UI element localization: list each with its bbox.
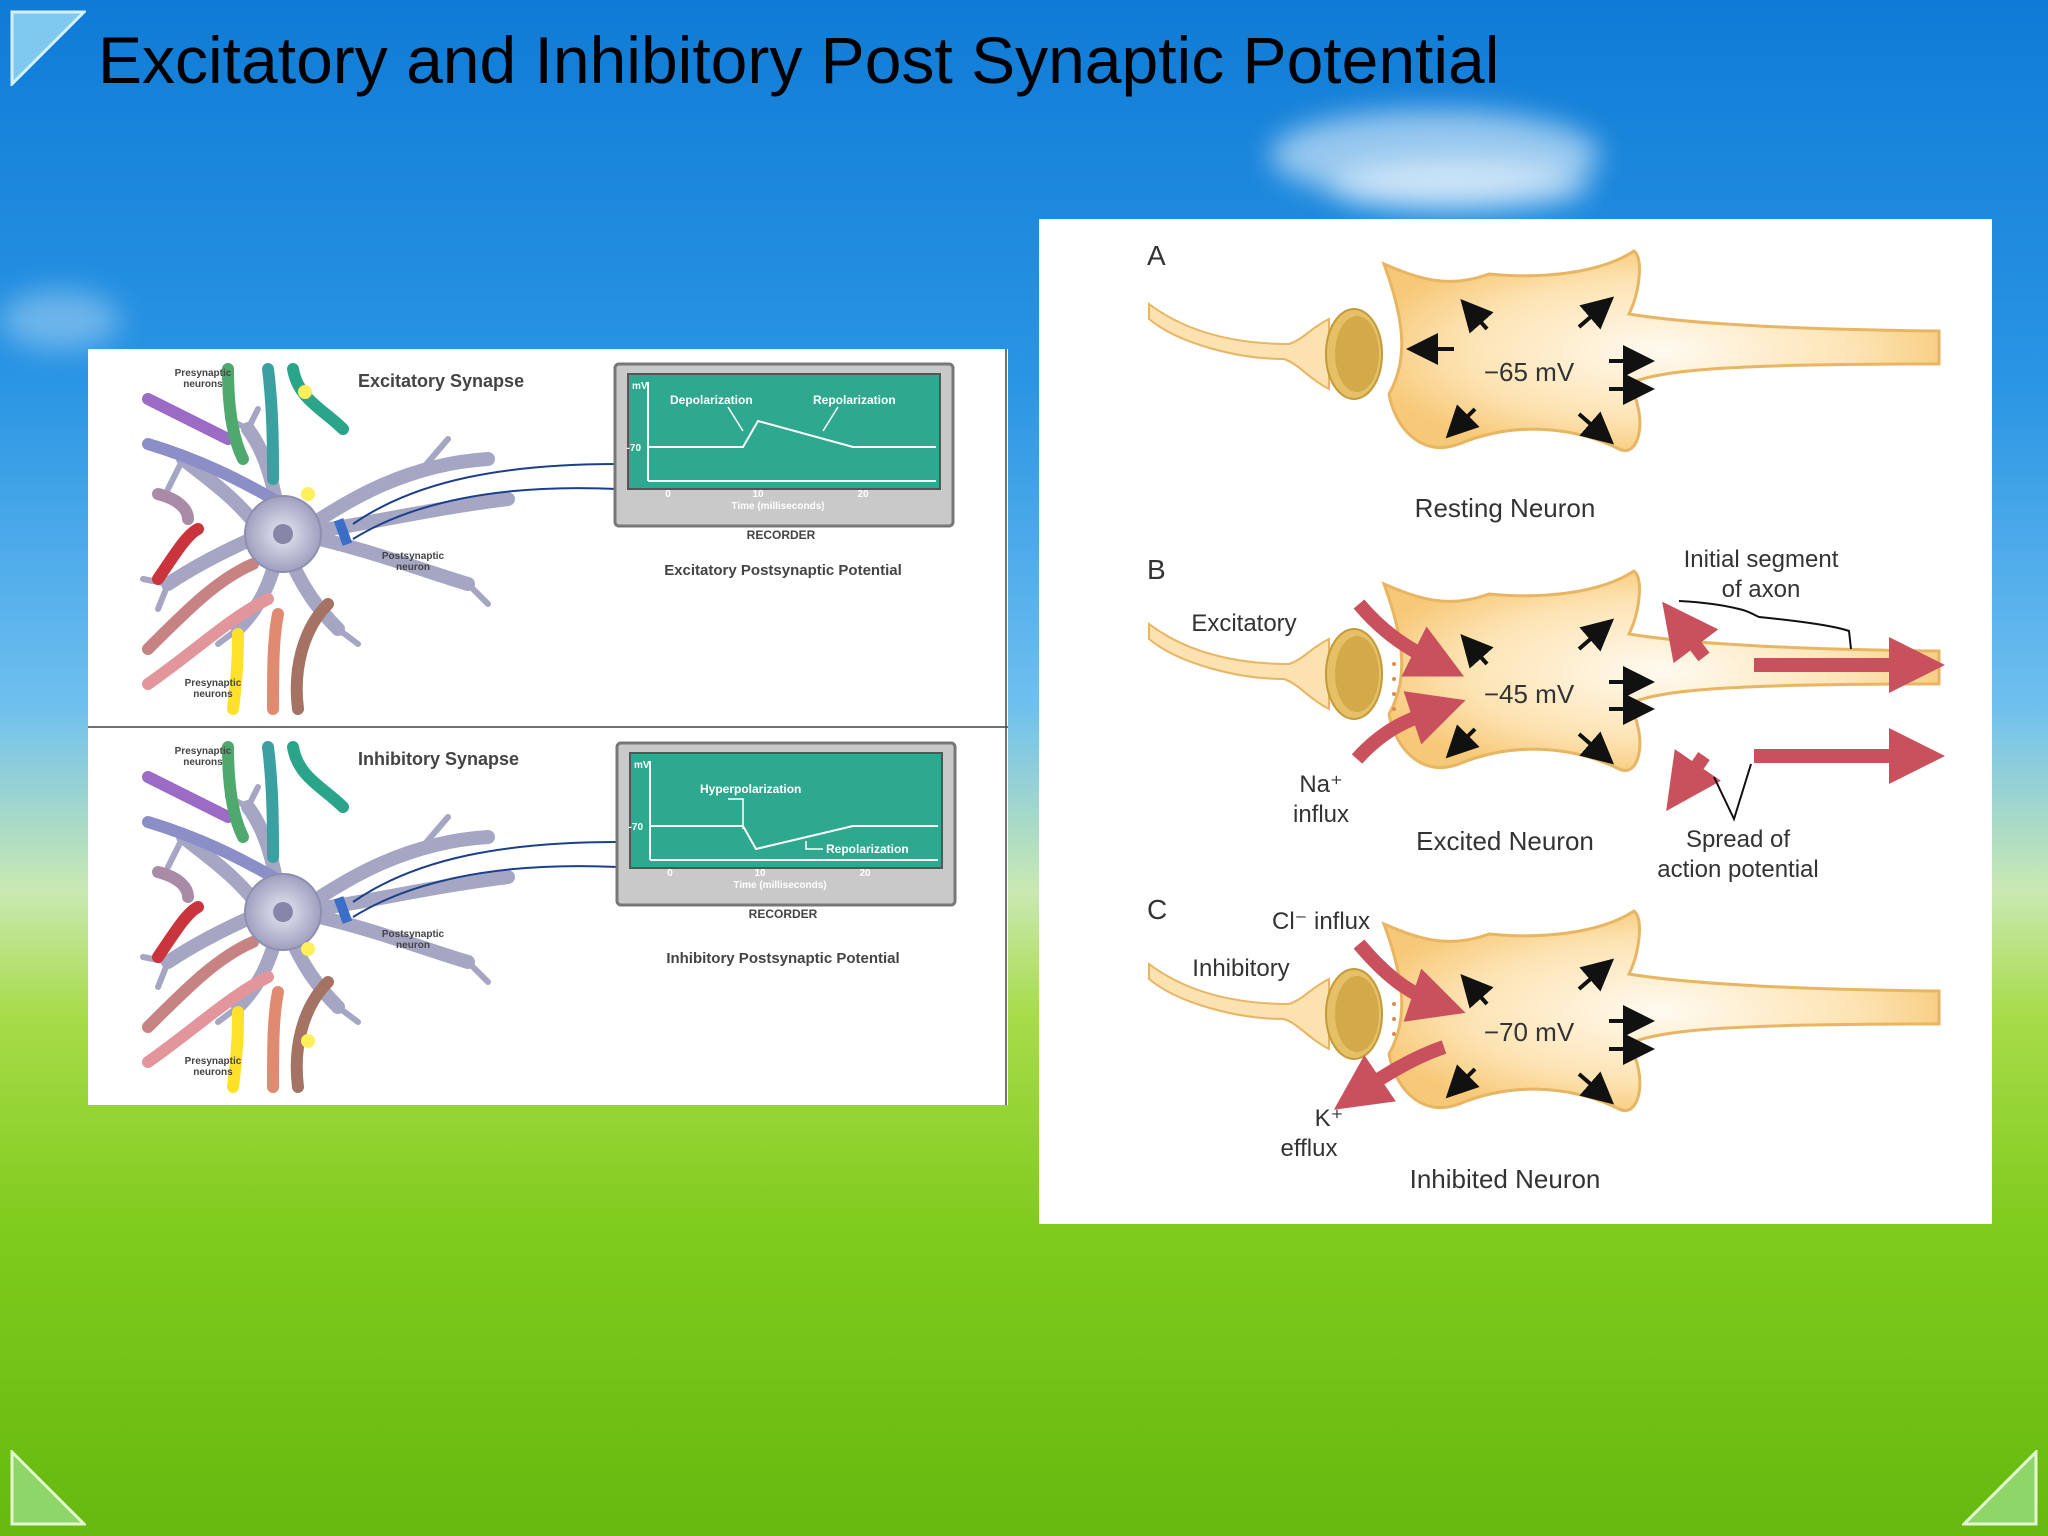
inhibitory-neuron-illustration: [143, 747, 508, 1087]
excitatory-transmitter-dots: [1392, 662, 1396, 711]
excitatory-caption: Excitatory Postsynaptic Potential: [664, 562, 902, 579]
inhibited-black-arrows: [1445, 958, 1655, 1105]
graph-x-tick: 20: [857, 489, 869, 500]
ion-in-label: Cl⁻ influx: [1272, 908, 1370, 935]
slide-title: Excitatory and Inhibitory Post Synaptic …: [98, 23, 1500, 97]
excitatory-block: Excitatory Synapse Presynaptic neurons P…: [143, 362, 955, 709]
panel-caption: Inhibited Neuron: [1410, 1164, 1601, 1194]
graph-x-tick: 10: [752, 489, 764, 500]
na-influx-arrows: [1351, 599, 1945, 812]
inhibitory-sparks: [301, 942, 315, 1048]
inhibitory-caption: Inhibitory Postsynaptic Potential: [666, 950, 899, 967]
synapse-figure-svg: Excitatory Synapse Presynaptic neurons P…: [88, 349, 1008, 1105]
graph-x-tick: 0: [667, 868, 673, 879]
postsynaptic-label-line2: neuron: [396, 562, 430, 573]
graph-annotation-repolarization: Repolarization: [813, 393, 896, 407]
presynaptic-label-line1: Presynaptic: [185, 1056, 242, 1067]
postsynaptic-label-line1: Postsynaptic: [382, 551, 445, 562]
inhibitory-recorder: mV -70 Hyperpolarization Repolarization …: [615, 741, 957, 921]
membrane-voltage: −65 mV: [1484, 357, 1575, 387]
input-label: Inhibitory: [1192, 955, 1289, 982]
presynaptic-label-line1: Presynaptic: [175, 746, 232, 757]
membrane-voltage: −70 mV: [1484, 1017, 1575, 1047]
corner-triangle-bottom-right: [1962, 1450, 2038, 1526]
panel-letter: C: [1147, 894, 1167, 925]
presynaptic-label-line1: Presynaptic: [185, 678, 242, 689]
corner-triangle-bottom-left: [10, 1450, 86, 1526]
ion-flow-arrows: [1333, 939, 1466, 1110]
panel-letter: A: [1147, 240, 1166, 271]
panel-caption: Resting Neuron: [1415, 493, 1596, 523]
synapse-figure: Excitatory Synapse Presynaptic neurons P…: [88, 349, 1008, 1105]
graph-x-tick: 0: [665, 489, 671, 500]
graph-ylabel: mV: [634, 760, 650, 771]
input-label: Excitatory: [1191, 610, 1296, 637]
graph-x-tick: 10: [754, 868, 766, 879]
postsynaptic-label-line1: Postsynaptic: [382, 929, 445, 940]
axon-label-line1: Initial segment: [1684, 546, 1839, 573]
presynaptic-label-line2: neurons: [193, 1067, 233, 1078]
graph-ylabel: mV: [632, 381, 648, 392]
ion-out-label-line2: efflux: [1281, 1135, 1338, 1162]
excitatory-neuron-illustration: [143, 369, 508, 709]
neuron-cell: [1147, 249, 1941, 453]
inhibitory-transmitter-dots: [1392, 1002, 1396, 1036]
presynaptic-label-line2: neurons: [183, 379, 223, 390]
resting-black-arrows: [1406, 296, 1655, 445]
graph-xlabel: Time (milliseconds): [733, 880, 826, 891]
presynaptic-label-line2: neurons: [183, 757, 223, 768]
corner-triangle-top-left: [10, 10, 86, 86]
graph-annotation-depolarization: Depolarization: [670, 393, 753, 407]
graph-annotation-hyperpolarization: Hyperpolarization: [700, 782, 801, 796]
cloud: [0, 290, 120, 350]
panel-caption: Excited Neuron: [1416, 826, 1594, 856]
excitatory-recorder: mV -70 Depolarization Repolarization 0 1…: [613, 362, 955, 542]
recorder-label: RECORDER: [747, 528, 816, 542]
graph-y-tick: -70: [629, 822, 644, 833]
ion-out-label-line1: K⁺: [1315, 1105, 1344, 1132]
excitatory-sparks: [298, 385, 315, 501]
presynaptic-label-line2: neurons: [193, 689, 233, 700]
presynaptic-label-line1: Presynaptic: [175, 368, 232, 379]
cloud: [1330, 160, 1590, 210]
neuron-cell: [1147, 909, 1941, 1113]
excited-black-arrows: [1445, 618, 1655, 765]
recorder-label: RECORDER: [749, 907, 818, 921]
ion-label-line1: Na⁺: [1299, 771, 1342, 798]
graph-annotation-repolarization: Repolarization: [826, 842, 909, 856]
neuron-states-svg: A −65 mV Resting Neuron B: [1147, 240, 1945, 1194]
panel-excited-neuron: B −45 mV Excitatory Na⁺ influx Initial s…: [1147, 546, 1945, 883]
postsynaptic-label-line2: neuron: [396, 940, 430, 951]
axon-bracket: [1678, 600, 1852, 650]
ion-label-line2: influx: [1293, 801, 1349, 828]
excitatory-synapse-label: Excitatory Synapse: [358, 371, 524, 391]
panel-letter: B: [1147, 554, 1166, 585]
membrane-voltage: −45 mV: [1484, 679, 1575, 709]
spread-pointer: [1713, 763, 1752, 822]
inhibitory-block: Inhibitory Synapse Presynaptic neurons P…: [143, 741, 957, 1087]
inhibitory-synapse-label: Inhibitory Synapse: [358, 749, 519, 769]
spread-label-line1: Spread of: [1686, 826, 1790, 853]
graph-y-tick: -70: [627, 443, 642, 454]
neuron-states-figure: A −65 mV Resting Neuron B: [1039, 219, 1992, 1224]
graph-x-tick: 20: [859, 868, 871, 879]
axon-label-line2: of axon: [1722, 576, 1801, 603]
spread-label-line2: action potential: [1657, 856, 1818, 883]
panel-inhibited-neuron: C −70 mV Cl⁻ influx Inhibitory K⁺ efflux…: [1147, 894, 1941, 1194]
graph-xlabel: Time (milliseconds): [731, 501, 824, 512]
panel-resting-neuron: A −65 mV Resting Neuron: [1147, 240, 1941, 523]
